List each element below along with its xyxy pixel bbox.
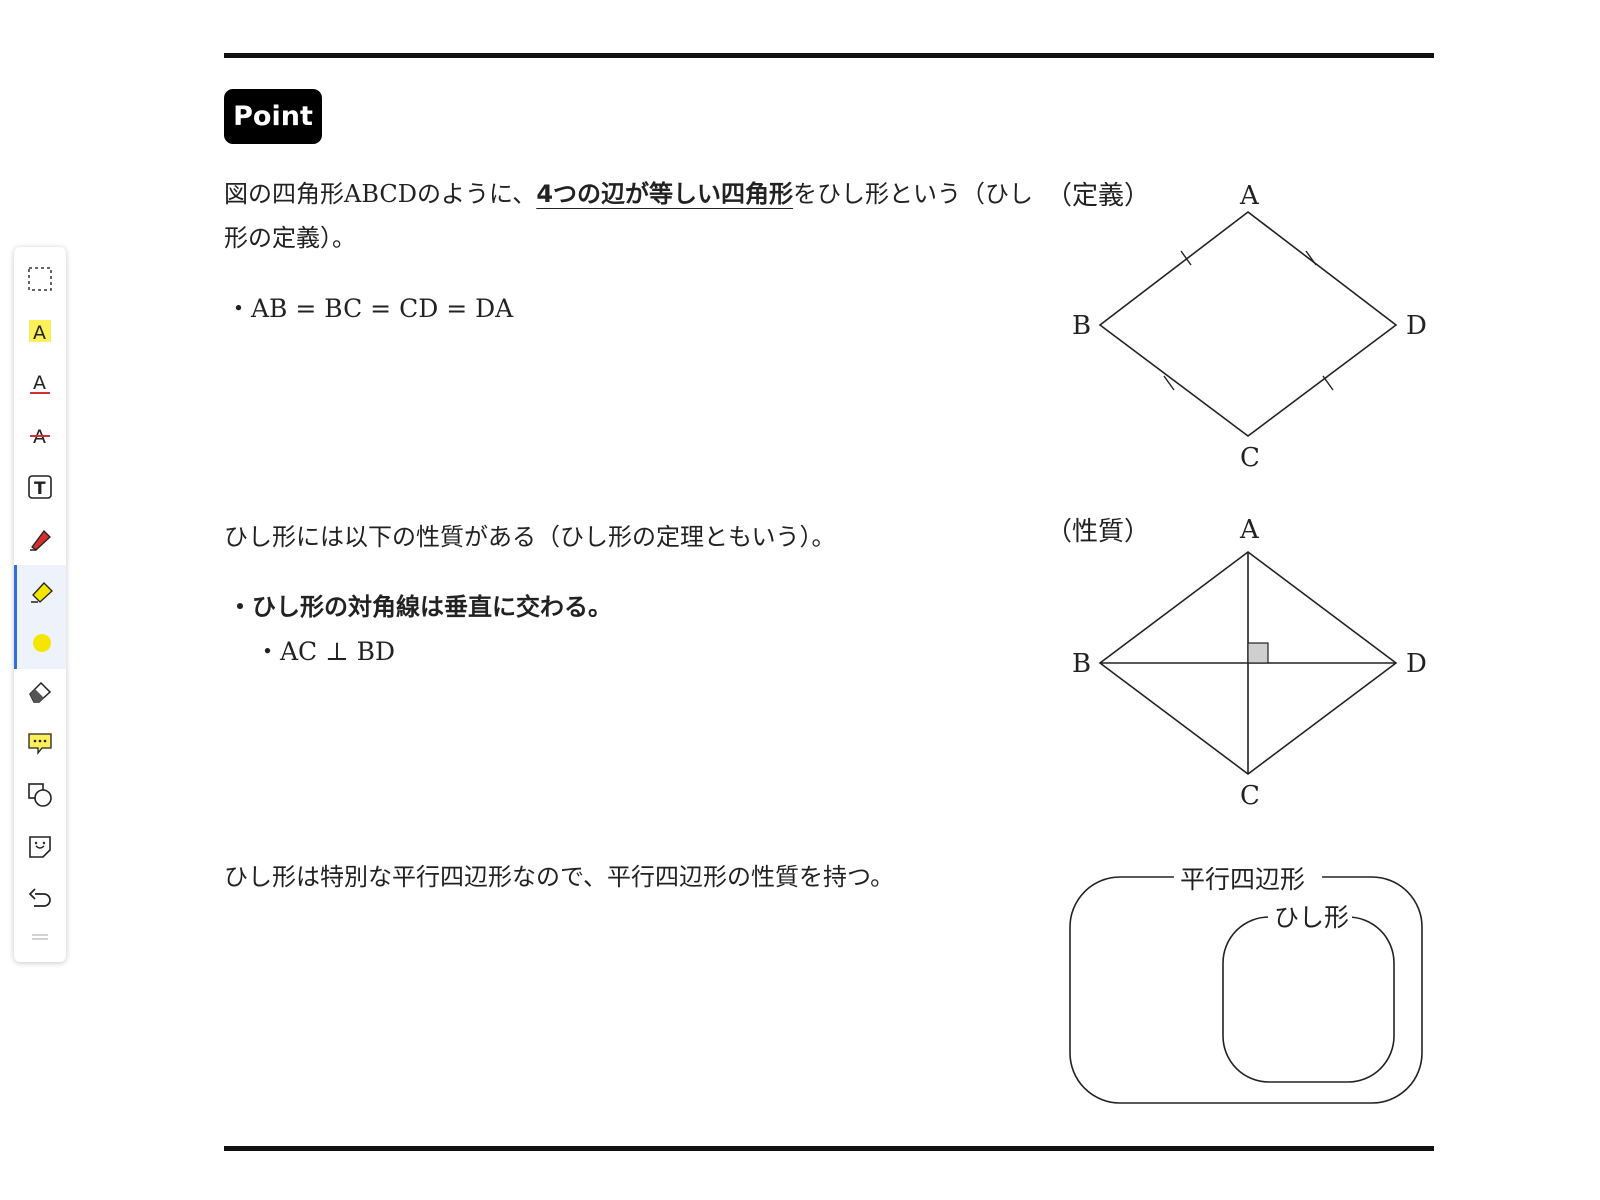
property-sub-bullet: ・AC ⊥ BD <box>255 637 396 666</box>
inclusion-figure: 平行四辺形 ひし形 <box>1068 855 1434 1115</box>
bottom-rule <box>224 1146 1434 1151</box>
vertex-label-a: A <box>1239 515 1260 545</box>
definition-part2: をひし形という（ひし形の定義）。 <box>224 180 1034 252</box>
rhombus-set-box <box>1222 916 1395 1083</box>
definition-text: 図の四角形ABCDのように、4つの辺が等しい四角形をひし形という（ひし形の定義）… <box>224 172 1044 260</box>
strikethrough-text-icon: A <box>30 426 50 448</box>
definition-figure: （定義） A B C D <box>1046 170 1440 480</box>
property-caption: （性質） <box>1060 517 1150 547</box>
definition-part1: 図の四角形ABCDのように、 <box>224 180 537 208</box>
text-box-icon: T <box>28 475 52 499</box>
highlighter-icon <box>30 582 53 603</box>
shapes-icon <box>28 783 52 807</box>
vertex-label-d: D <box>1406 649 1427 679</box>
vertex-label-c: C <box>1240 781 1260 811</box>
color-dot-icon <box>32 634 51 652</box>
highlight-text-tool-button[interactable]: A <box>14 307 66 355</box>
tick-mark-ab <box>1180 250 1192 266</box>
pen-tool-button[interactable] <box>14 515 66 563</box>
property-bullet: ・ひし形の対角線は垂直に交わる。 <box>228 593 612 621</box>
eraser-icon <box>29 681 52 703</box>
shapes-tool-button[interactable] <box>14 771 66 819</box>
highlight-text-icon: A <box>29 320 51 344</box>
vertex-label-c: C <box>1240 443 1260 473</box>
rhombus-outline <box>1098 210 1398 437</box>
vertex-label-d: D <box>1406 311 1427 341</box>
strikethrough-tool-button[interactable]: A <box>14 411 66 459</box>
tick-mark-bc <box>1163 375 1175 391</box>
underline-text-tool-button[interactable]: A <box>14 359 66 407</box>
top-rule <box>224 53 1434 58</box>
sticker-tool-button[interactable] <box>14 823 66 871</box>
color-picker-button[interactable] <box>14 617 66 669</box>
annotation-toolbar: A A A T <box>14 247 66 962</box>
tick-mark-cd <box>1322 375 1334 391</box>
svg-text:A: A <box>33 322 46 344</box>
comment-tool-button[interactable] <box>14 719 66 767</box>
undo-icon <box>28 888 51 907</box>
point-badge: Point <box>224 89 322 144</box>
right-angle-mark <box>1247 642 1269 664</box>
svg-text:T: T <box>34 479 46 499</box>
vertex-label-b: B <box>1072 649 1091 679</box>
vertex-label-a: A <box>1239 181 1260 211</box>
definition-bullet: ・AB = BC = CD = DA <box>226 294 514 323</box>
definition-caption: （定義） <box>1060 181 1150 211</box>
select-rect-icon <box>28 267 52 291</box>
property-figure: （性質） A B C D <box>1046 508 1440 818</box>
svg-text:A: A <box>33 372 46 394</box>
tick-mark-ad <box>1305 250 1317 266</box>
property-text: ひし形には以下の性質がある（ひし形の定理ともいう）。 <box>224 523 836 551</box>
parallelogram-set-box <box>1069 876 1423 1104</box>
vertex-label-b: B <box>1072 311 1091 341</box>
pen-icon <box>30 530 51 551</box>
text-box-tool-button[interactable]: T <box>14 463 66 511</box>
underline-text-icon: A <box>30 372 50 394</box>
undo-button[interactable] <box>14 875 66 923</box>
parallelogram-set-label: 平行四辺形 <box>1180 865 1305 894</box>
toolbar-drag-handle[interactable] <box>32 933 48 941</box>
select-tool-button[interactable] <box>14 255 66 303</box>
highlighter-tool-button[interactable] <box>14 565 66 617</box>
definition-emphasis: 4つの辺が等しい四角形 <box>536 180 794 208</box>
eraser-tool-button[interactable] <box>14 667 66 715</box>
sticker-icon <box>29 836 51 858</box>
parallelogram-text: ひし形は特別な平行四辺形なので、平行四辺形の性質を持つ。 <box>224 863 895 891</box>
comment-icon <box>28 733 52 755</box>
rhombus-set-label: ひし形 <box>1274 903 1349 932</box>
